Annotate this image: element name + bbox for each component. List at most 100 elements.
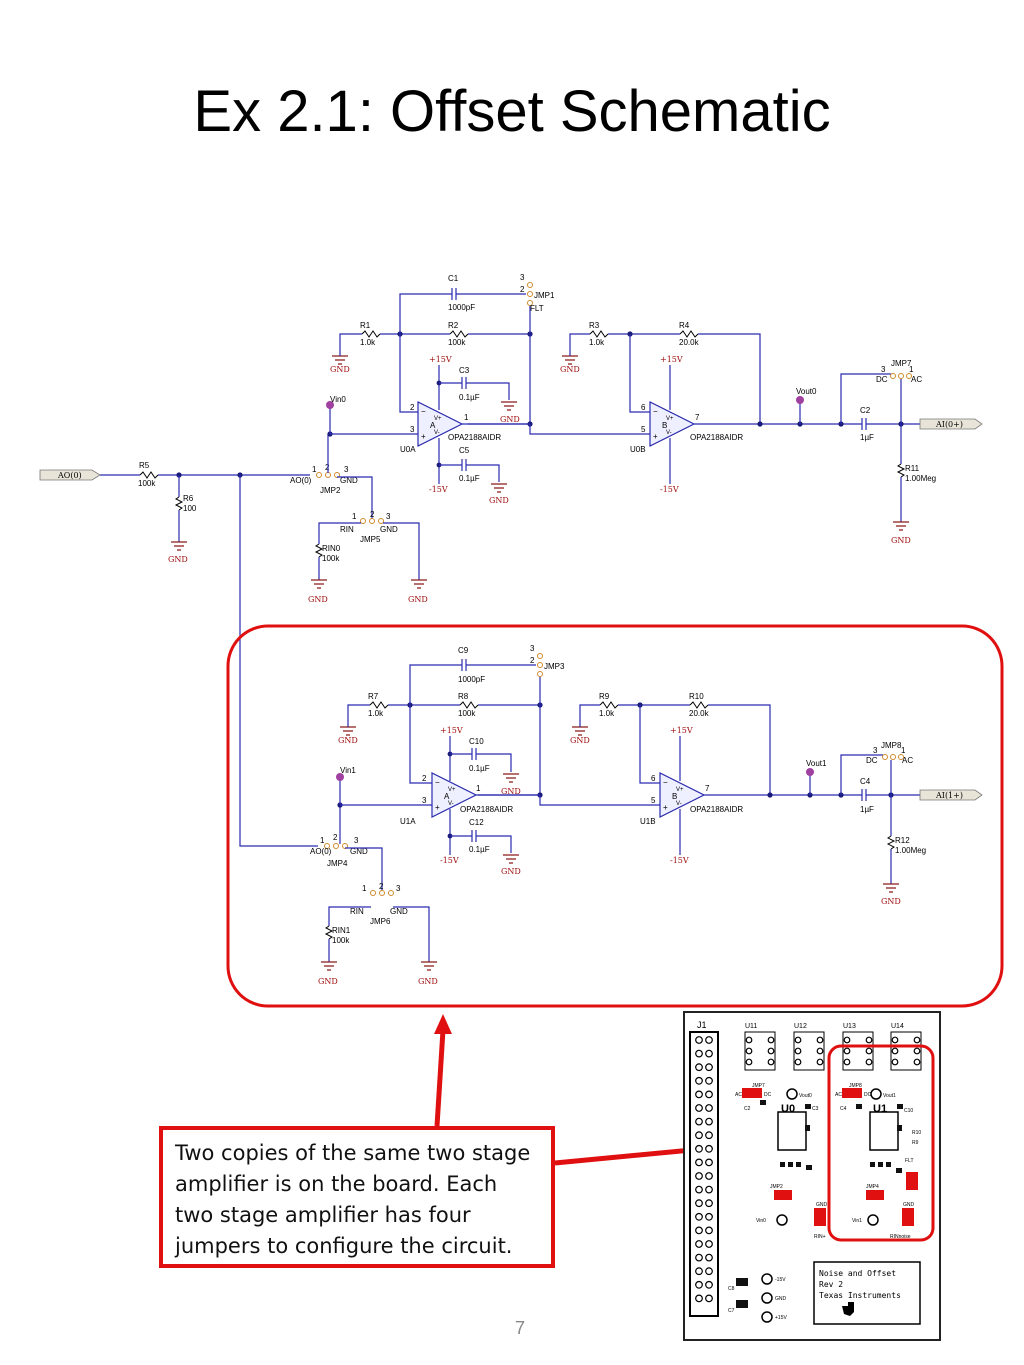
socket-pin	[745, 1058, 753, 1066]
svg-text:3: 3	[530, 644, 535, 653]
socket-pin	[816, 1036, 824, 1044]
gnd-r1: GND	[330, 365, 350, 374]
u0a-minus15: -15V	[429, 485, 448, 494]
r4-value: 20.0k	[679, 338, 700, 347]
board-j1: J1	[697, 1020, 707, 1030]
svg-text:1: 1	[901, 746, 906, 755]
header-pin	[695, 1117, 703, 1126]
arrow-up-icon	[434, 1014, 452, 1034]
gnd-r12: GND	[881, 897, 901, 906]
board-dc-1: DC	[864, 1092, 872, 1098]
board-ac-0: AC	[735, 1092, 742, 1098]
u1b-vp: V+	[676, 787, 684, 793]
svg-text:1: 1	[909, 365, 914, 374]
board-minus15: -15V	[775, 1277, 786, 1283]
header-pin	[705, 1049, 713, 1058]
u1a-part: OPA2188AIDR	[460, 805, 513, 814]
board-flt: FLT	[905, 1158, 914, 1164]
gnd-r9: GND	[570, 736, 590, 745]
jmp5-right: GND	[380, 525, 398, 534]
header-pin	[695, 1158, 703, 1167]
svg-text:+: +	[435, 803, 440, 812]
socket-pin	[891, 1036, 899, 1044]
r1-value: 1.0k	[360, 338, 376, 347]
c3-ref: C3	[459, 366, 470, 375]
header-pin	[705, 1185, 713, 1194]
jmp4-left: AO(0)	[310, 847, 332, 856]
socket-pin	[913, 1058, 921, 1066]
u1a-ref: U1A	[400, 817, 416, 826]
board-c3: C3	[812, 1106, 819, 1112]
board-jmp7: JMP7	[752, 1083, 765, 1089]
svg-text:2: 2	[333, 833, 338, 842]
r1-ref: R1	[360, 321, 371, 330]
socket-pin	[843, 1047, 851, 1055]
header-pin	[695, 1267, 703, 1276]
svg-text:2: 2	[520, 285, 525, 294]
header-pin	[705, 1076, 713, 1085]
u0b-letter: B	[662, 421, 667, 430]
r9-ref: R9	[599, 692, 610, 701]
c2-value: 1µF	[860, 433, 874, 442]
board-gnd-c: GND	[775, 1296, 787, 1302]
socket-pin	[767, 1058, 775, 1066]
c5-value: 0.1µF	[459, 474, 480, 483]
svg-text:+: +	[421, 432, 426, 441]
jmp8-ref: JMP8	[881, 741, 902, 750]
board-rin-plus: RIN+	[814, 1234, 826, 1240]
c10-ref: C10	[469, 737, 484, 746]
header-pin	[695, 1172, 703, 1180]
header-pin	[705, 1226, 713, 1235]
socket-pin	[745, 1047, 753, 1055]
header-pin	[705, 1212, 713, 1221]
u1b-plus15: +15V	[670, 726, 693, 735]
svg-text:2: 2	[422, 774, 427, 783]
u1a-vp: V+	[448, 787, 456, 793]
rin0-value: 100k	[322, 554, 340, 563]
u1b-part: OPA2188AIDR	[690, 805, 743, 814]
gnd-jmp6: GND	[418, 977, 438, 986]
u0b-minus15: -15V	[660, 485, 679, 494]
u0b-vm: V-	[666, 430, 672, 436]
header-pin	[695, 1212, 703, 1221]
svg-text:1: 1	[476, 784, 481, 793]
r12-value: 1.00Meg	[895, 846, 926, 855]
u0a-ref: U0A	[400, 445, 416, 454]
socket-pin	[913, 1047, 921, 1055]
board-c4: C4	[840, 1106, 847, 1112]
header-pin	[705, 1294, 713, 1303]
header-pin	[695, 1199, 703, 1208]
header-pin	[695, 1185, 703, 1194]
u1a-letter: A	[444, 792, 450, 801]
r2-value: 100k	[448, 338, 466, 347]
ai0-port-label: AI(0+)	[935, 420, 963, 429]
jmp1-label: FLT	[530, 304, 544, 313]
vin1-label: Vin1	[340, 766, 356, 775]
gnd-r3: GND	[560, 365, 580, 374]
header-pin	[705, 1267, 713, 1276]
u0b-vp: V+	[666, 416, 674, 422]
socket-pin	[816, 1047, 824, 1055]
jmp6-ref: JMP6	[370, 917, 391, 926]
gnd-c10: GND	[501, 787, 521, 796]
jmp7-ref: JMP7	[891, 359, 912, 368]
header-pin	[695, 1104, 703, 1112]
r4-ref: R4	[679, 321, 690, 330]
jmp1-ref: JMP1	[534, 291, 555, 300]
header-pin	[705, 1144, 713, 1153]
ao0-port-label: AO(0)	[57, 471, 82, 480]
socket-pin	[767, 1036, 775, 1044]
rin0-ref: RIN0	[322, 544, 341, 553]
header-pin	[695, 1090, 703, 1099]
board-vout0: Vout0	[799, 1093, 812, 1099]
rin1-value: 100k	[332, 936, 350, 945]
svg-text:1: 1	[464, 413, 469, 422]
gnd-c12: GND	[501, 867, 521, 876]
board-silk-0: Noise and Offset	[819, 1269, 896, 1278]
c9-value: 1000pF	[458, 675, 485, 684]
svg-text:3: 3	[386, 512, 391, 521]
r3-value: 1.0k	[589, 338, 605, 347]
gnd-c3: GND	[500, 415, 520, 424]
r10-ref: R10	[689, 692, 704, 701]
svg-text:−: −	[421, 407, 426, 416]
